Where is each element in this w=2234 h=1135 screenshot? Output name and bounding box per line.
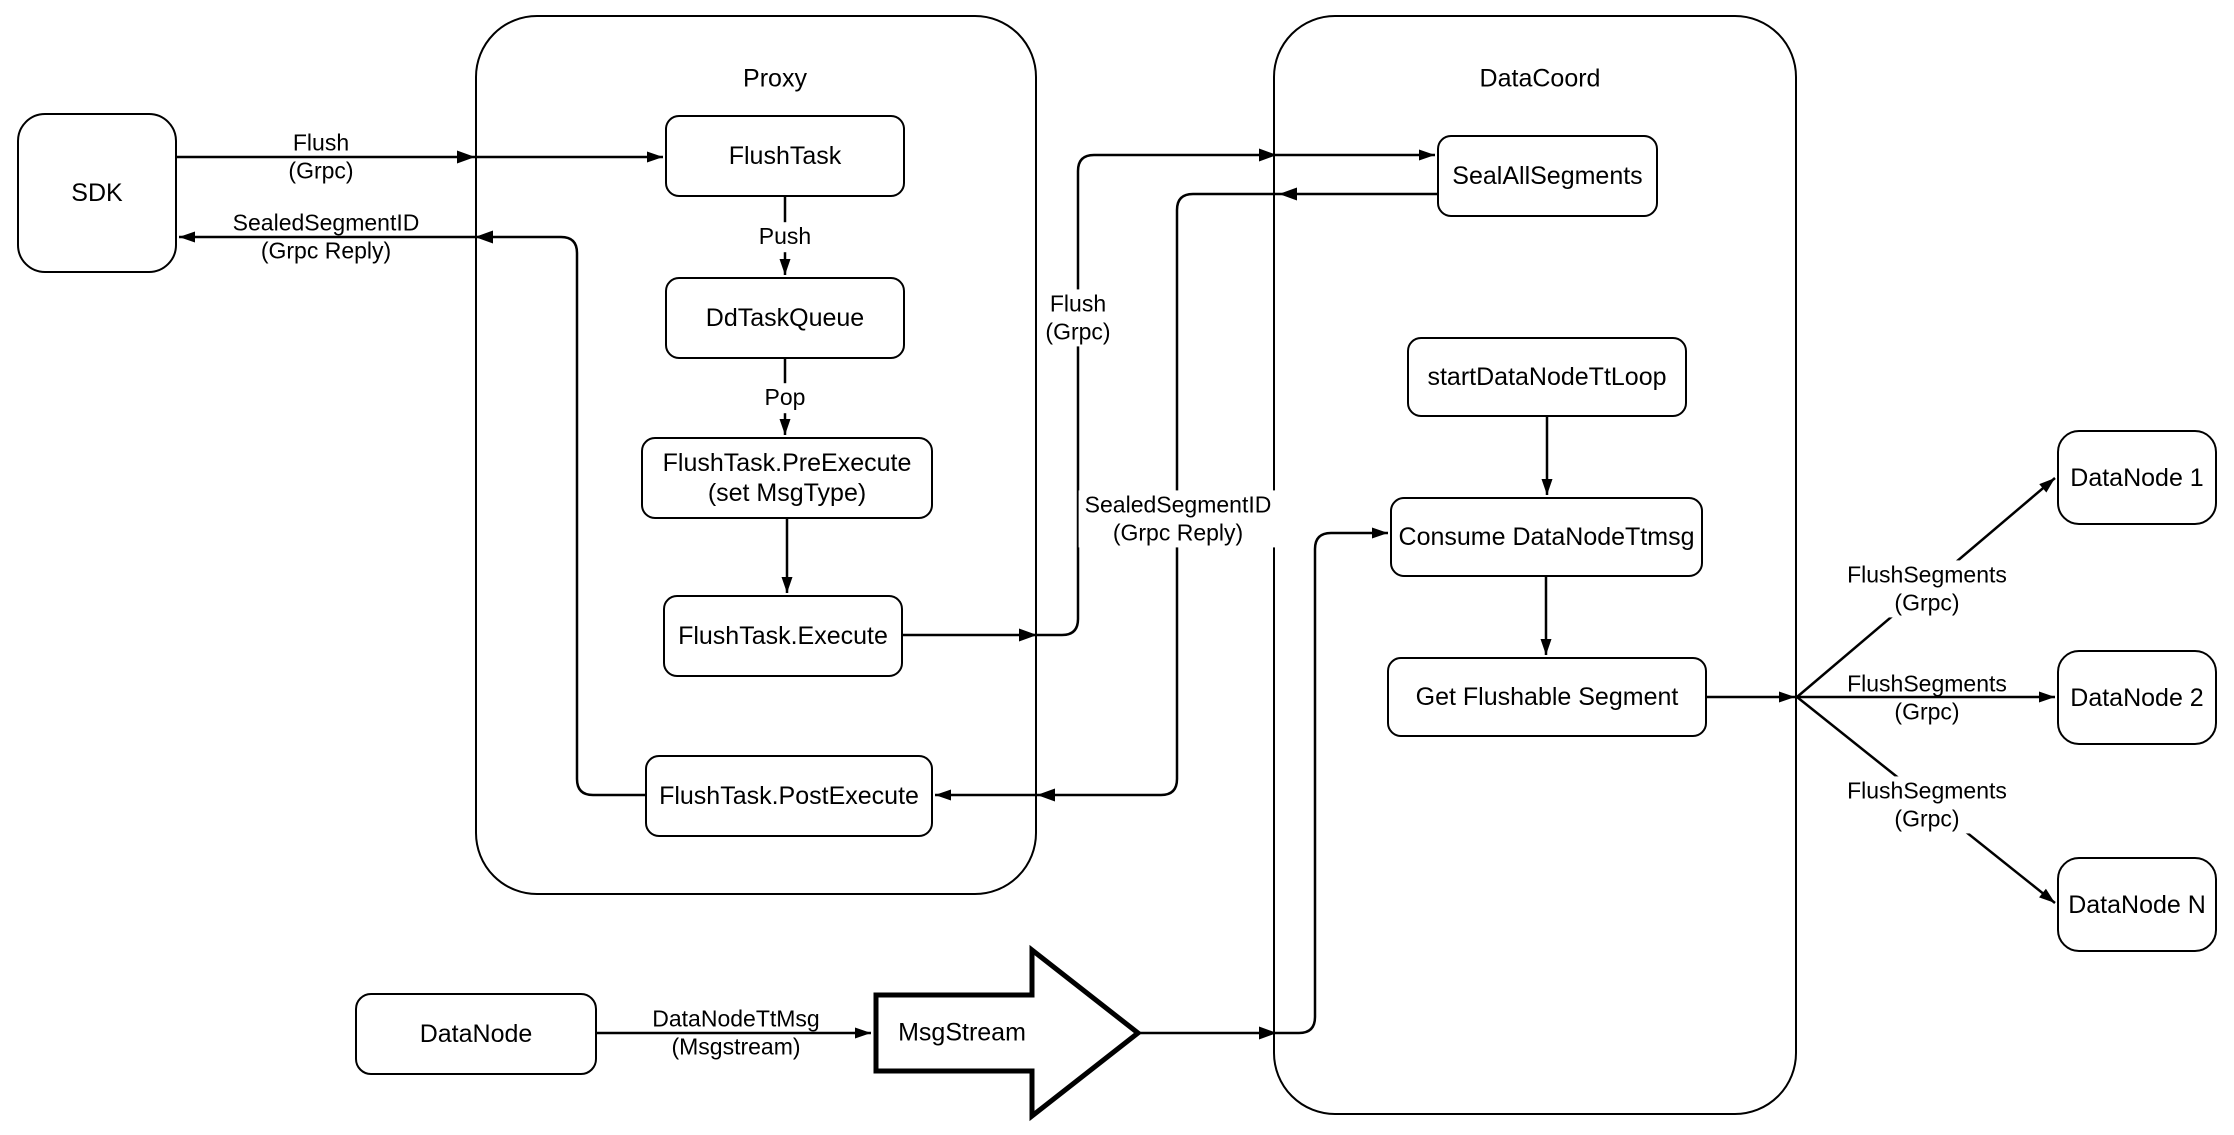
datacoord-container-label: DataCoord [1479,64,1601,93]
edge-label-flushsegments-3-line2: (Grpc) [1894,805,1960,831]
msgstream-arrow-shape [873,944,1143,1122]
edge-label-datanodettmsg: DataNodeTtMsg (Msgstream) [652,1005,819,1060]
edge-label-pop: Pop [758,383,812,413]
node-datanode: DataNode [355,993,597,1075]
boundary-arrowhead-reply-into-proxy [1037,788,1055,802]
node-sdk: SDK [17,113,177,273]
edge-label-flushsegments-2: FlushSegments (Grpc) [1847,670,2007,725]
edge-label-flush-grpc-sdk-line2: (Grpc) [288,157,354,183]
boundary-arrowhead-msgstream-into-datacoord [1259,1026,1277,1040]
edge-label-flush-grpc-mid: Flush (Grpc) [1039,289,1117,347]
edge-label-flushsegments-2-line1: FlushSegments [1847,670,2007,697]
boundary-arrowhead-reply-out-of-proxy [475,230,493,244]
node-flushtask-execute: FlushTask.Execute [663,595,903,677]
node-get-flushable-segment-label: Get Flushable Segment [1415,683,1679,711]
node-startdatanodettloop: startDataNodeTtLoop [1407,337,1687,417]
node-datanode-label: DataNode [419,1020,533,1048]
node-sealallsegments: SealAllSegments [1437,135,1658,217]
edge-label-flushsegments-1-line1: FlushSegments [1847,561,2007,588]
edge-label-push: Push [752,222,818,252]
edge-label-flushsegments-1: FlushSegments (Grpc) [1841,560,2013,618]
node-flushtask-execute-label: FlushTask.Execute [678,622,888,650]
edge-label-flushsegments-2-line2: (Grpc) [1894,698,1960,724]
node-sealallsegments-label: SealAllSegments [1452,162,1643,190]
edge-label-datanodettmsg-line2: (Msgstream) [671,1033,801,1059]
edge-label-sealedsegmentid-sdk-line1: SealedSegmentID [232,209,420,236]
boundary-arrowhead-reply-out-of-datacoord [1279,187,1297,201]
node-flushtask-preexecute: FlushTask.PreExecute (set MsgType) [641,437,933,519]
node-flushtask-postexecute: FlushTask.PostExecute [645,755,933,837]
edge-msgstream-to-consume [1138,527,1388,1035]
edge-label-flushsegments-3-line1: FlushSegments [1847,777,2007,804]
edge-label-flush-grpc-sdk-line1: Flush [292,129,350,156]
edge-label-sealedsegmentid-mid: SealedSegmentID (Grpc Reply) [1078,490,1278,548]
edge-label-push-text: Push [758,223,812,250]
edge-postexecute-to-sdk [179,231,645,797]
node-flushtask-preexecute-label-line1: FlushTask.PreExecute [662,449,912,477]
edge-label-flush-grpc-sdk: Flush (Grpc) [288,129,353,184]
proxy-container [475,15,1037,895]
node-ddtaskqueue: DdTaskQueue [665,277,905,359]
edge-execute-to-sealallsegments [903,149,1435,637]
node-ddtaskqueue-label: DdTaskQueue [705,304,865,332]
node-datanode-1-label: DataNode 1 [2070,463,2204,492]
proxy-container-label: Proxy [743,64,807,93]
boundary-arrowhead-flush-into-datacoord [1259,148,1277,162]
node-datanode-2-label: DataNode 2 [2070,683,2204,712]
node-datanode-1: DataNode 1 [2057,430,2217,525]
edge-label-flushsegments-3: FlushSegments (Grpc) [1841,776,2013,834]
edge-label-flushsegments-1-line2: (Grpc) [1894,589,1960,615]
node-datanode-2: DataNode 2 [2057,650,2217,745]
boundary-arrowhead-flush-into-proxy [457,150,475,164]
datacoord-container [1273,15,1797,1115]
msgstream-label: MsgStream [898,1018,1026,1047]
boundary-arrowhead-flush-out-of-proxy [1019,628,1037,642]
node-startdatanodettloop-label: startDataNodeTtLoop [1427,363,1667,391]
edge-label-sealedsegmentid-sdk: SealedSegmentID (Grpc Reply) [233,209,420,264]
node-flushtask-postexecute-label: FlushTask.PostExecute [659,782,919,810]
edge-label-sealedsegmentid-mid-line2: (Grpc Reply) [1112,519,1244,545]
node-get-flushable-segment: Get Flushable Segment [1387,657,1707,737]
node-datanode-n-label: DataNode N [2068,890,2206,919]
edge-label-flush-grpc-mid-line2: (Grpc) [1045,318,1111,344]
edge-label-flush-grpc-mid-line1: Flush [1049,290,1107,317]
node-flushtask-preexecute-label-line2: (set MsgType) [707,479,867,507]
node-flushtask: FlushTask [665,115,905,197]
node-consume-datanodettmsg-label: Consume DataNodeTtmsg [1398,523,1695,551]
edge-label-sealedsegmentid-mid-line1: SealedSegmentID [1084,491,1272,518]
node-consume-datanodettmsg: Consume DataNodeTtmsg [1390,497,1703,577]
edge-label-pop-text: Pop [764,384,806,411]
node-sdk-label: SDK [71,179,123,207]
node-datanode-n: DataNode N [2057,857,2217,952]
edge-label-sealedsegmentid-sdk-line2: (Grpc Reply) [260,237,392,263]
edge-label-datanodettmsg-line1: DataNodeTtMsg [652,1005,820,1032]
node-flushtask-label: FlushTask [728,142,842,170]
